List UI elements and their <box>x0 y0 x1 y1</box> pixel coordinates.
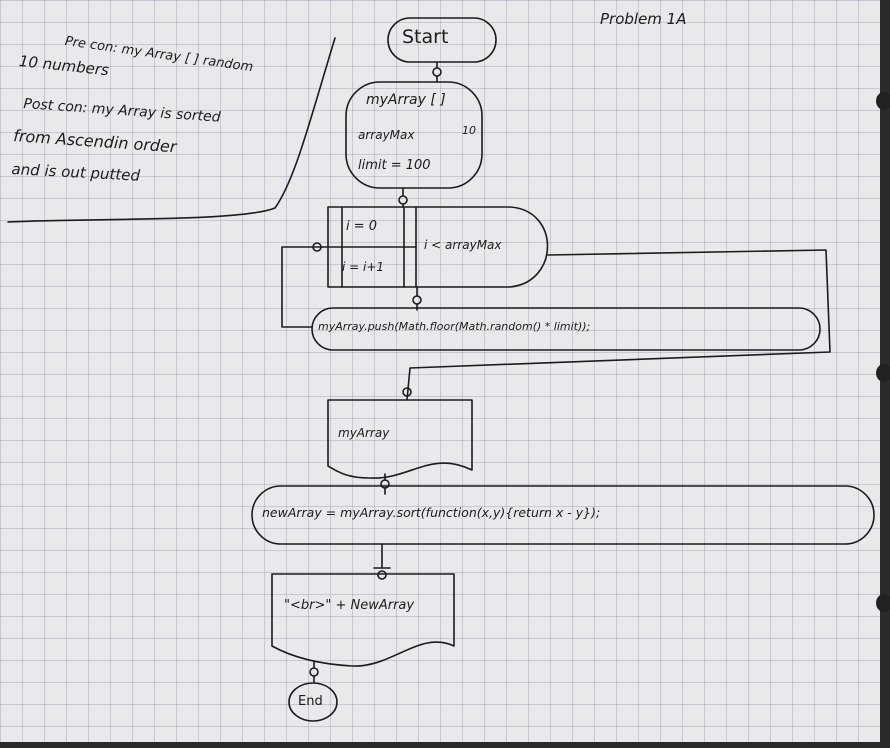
connector-dot <box>402 387 412 397</box>
binder-hole <box>876 92 890 110</box>
connector-dot <box>309 667 319 677</box>
loop-increment-label: i = i+1 <box>342 260 385 274</box>
binder-hole <box>876 364 890 382</box>
output2-label: "<br>" + NewArray <box>284 598 415 613</box>
init-limit-label: limit = 100 <box>358 158 431 173</box>
init-array-label: myArray [ ] <box>366 92 446 108</box>
end-terminator <box>288 682 338 722</box>
problem-label: Problem 1A <box>600 10 687 28</box>
loop-condition-label: i < arrayMax <box>424 238 502 252</box>
connector-dot <box>432 67 442 77</box>
init-max-value: 10 <box>462 124 476 137</box>
notes-divider <box>7 37 336 223</box>
output1-label: myArray <box>338 426 390 440</box>
connector-dot <box>412 295 422 305</box>
start-label: Start <box>402 26 449 48</box>
sort-box <box>251 485 875 545</box>
binder-hole <box>876 594 890 612</box>
push-label: myArray.push(Math.floor(Math.random() * … <box>318 320 591 333</box>
loop-condition-shape <box>415 206 549 288</box>
sort-label: newArray = myArray.sort(function(x,y){re… <box>262 505 601 520</box>
loop-init-label: i = 0 <box>346 219 378 234</box>
init-max-label: arrayMax <box>358 128 415 142</box>
output-document-2 <box>271 573 455 667</box>
init-box <box>345 81 483 189</box>
output-document-1 <box>327 399 473 479</box>
end-label: End <box>298 694 323 709</box>
connector-dot <box>398 195 408 205</box>
start-terminator <box>387 17 497 63</box>
connector-dot <box>377 570 387 580</box>
push-box <box>311 307 821 351</box>
